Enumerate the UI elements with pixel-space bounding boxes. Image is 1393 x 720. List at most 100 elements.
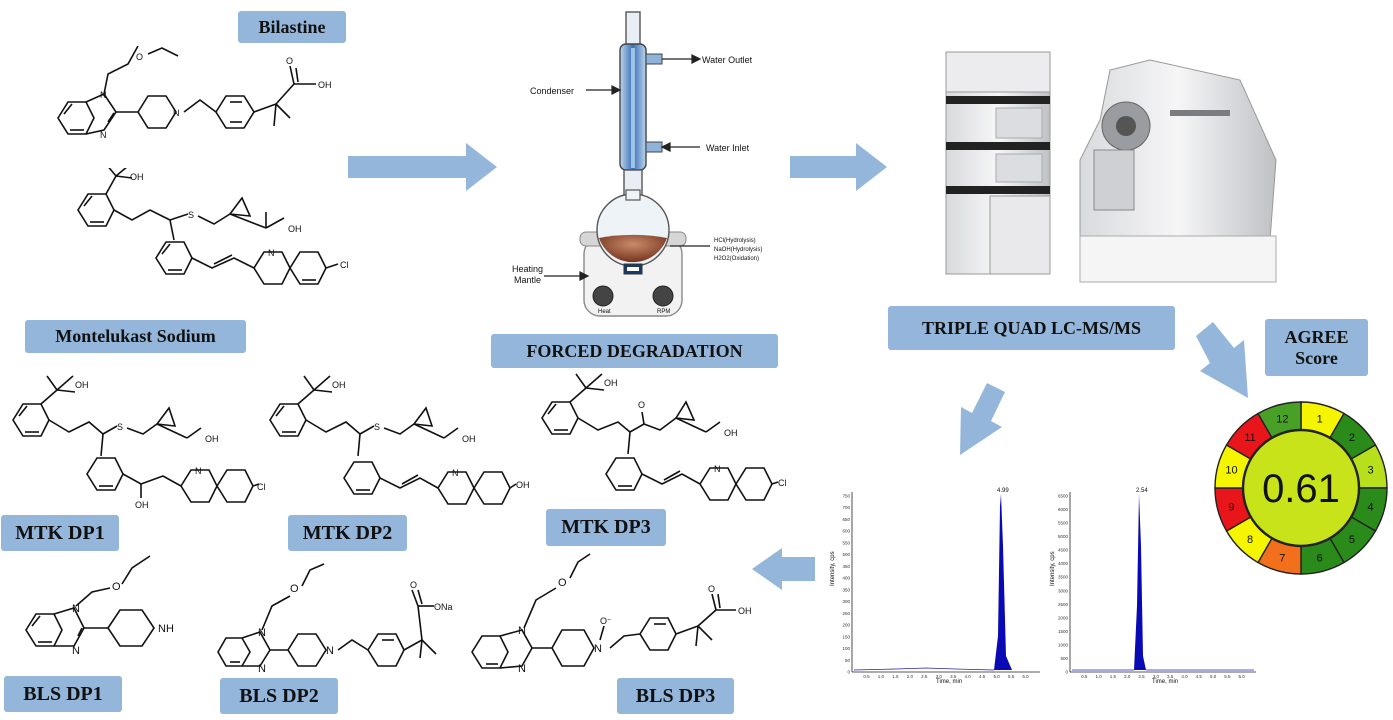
right-x-tick: 5.5 xyxy=(1224,674,1231,679)
right-peak-label: 2.54 xyxy=(1136,488,1148,494)
bls-dp1-nh: NH xyxy=(158,623,174,635)
bls-dp3-n2: N xyxy=(518,663,526,675)
agree-segment-label-9: 9 xyxy=(1228,502,1234,514)
bls-dp3-o: O xyxy=(558,577,567,589)
mtk-dp2-n: N xyxy=(452,468,459,478)
bls-dp2-ona: ONa xyxy=(434,602,453,612)
rpm-knob-label: RPM xyxy=(657,309,670,315)
left-y-tick: 750 xyxy=(842,494,850,499)
montelukast-oh1: OH xyxy=(130,172,144,182)
mantle-label: Mantle xyxy=(514,275,541,285)
left-x-tick: 0.5 xyxy=(863,674,870,679)
right-y-tick: 6000 xyxy=(1058,507,1069,512)
left-y-tick: 0 xyxy=(847,670,850,675)
bls-dp3-oh: OH xyxy=(738,606,752,616)
right-ylabel: Intensity, cps xyxy=(1050,551,1056,586)
mtk-dp2-oh3: OH xyxy=(516,480,530,490)
mtk-dp1-cl: Cl xyxy=(257,482,266,492)
bls-dp2-o: O xyxy=(290,583,299,595)
montelukast-oh2: OH xyxy=(288,224,302,234)
left-xlabel: Time, min xyxy=(936,679,962,685)
water-inlet-label: Water Inlet xyxy=(706,143,750,153)
left-y-tick: 650 xyxy=(842,517,850,522)
left-y-tick: 50 xyxy=(845,658,851,663)
left-x-tick: 2.0 xyxy=(907,674,914,679)
bls-dp3-n3: N xyxy=(594,643,602,655)
bilastine-carbonyl-o: O xyxy=(286,56,293,66)
forced-degradation-label: FORCED DEGRADATION xyxy=(491,334,778,368)
agree-segment-label-8: 8 xyxy=(1247,534,1253,546)
right-x-tick: 0.5 xyxy=(1081,674,1088,679)
bls-dp2-n1: N xyxy=(258,627,266,639)
mtk-dp3-o: O xyxy=(638,400,645,410)
bls-dp1-structure: N N O NH xyxy=(25,555,174,657)
right-x-tick: 5.0 xyxy=(1210,674,1217,679)
agree-segment-label-12: 12 xyxy=(1276,413,1288,425)
mtk-dp3-oh1: OH xyxy=(604,378,618,388)
left-y-axis xyxy=(851,492,1040,673)
left-x-tick: 1.5 xyxy=(892,674,899,679)
lcmsms-instrument xyxy=(945,51,1277,283)
agree-segment-label-11: 11 xyxy=(1244,432,1255,444)
bls-dp1-n2: N xyxy=(72,645,80,657)
mtk-dp3-oh2: OH xyxy=(724,428,738,438)
right-y-tick: 6500 xyxy=(1058,494,1069,499)
left-y-tick: 550 xyxy=(842,540,850,545)
left-x-tick: 3.5 xyxy=(950,674,957,679)
right-y-tick: 1000 xyxy=(1058,642,1069,647)
left-ylabel: Intensity, cps xyxy=(830,551,836,586)
mtk-dp2-s: S xyxy=(374,422,380,432)
left-y-tick: 100 xyxy=(842,646,850,651)
right-xlabel: Time, min xyxy=(1152,679,1178,685)
agree-label-line1: AGREE xyxy=(1284,326,1349,347)
bilastine-oh: OH xyxy=(318,80,332,90)
bls-dp2-label: BLS DP2 xyxy=(220,678,338,714)
bilastine-label: Bilastine xyxy=(238,11,346,43)
right-y-tick: 4000 xyxy=(1058,561,1069,566)
condenser-label: Condenser xyxy=(530,86,574,96)
bls-dp2-carbonyl-o: O xyxy=(410,580,417,590)
arrow-left xyxy=(752,548,815,590)
mtk-dp3-cl: Cl xyxy=(778,478,787,488)
left-x-tick: 1.0 xyxy=(878,674,885,679)
agree-segment-label-6: 6 xyxy=(1317,553,1323,565)
left-y-tick: 500 xyxy=(842,552,850,557)
left-peak-label: 4.99 xyxy=(997,488,1009,494)
right-y-tick: 5500 xyxy=(1058,521,1069,526)
mtk-dp2-label: MTK DP2 xyxy=(288,515,407,551)
heat-knob-label: Heat xyxy=(598,309,611,315)
agree-score-value: 0.61 xyxy=(1262,467,1340,511)
bls-dp1-o: O xyxy=(112,581,121,593)
left-x-tick: 6.0 xyxy=(1022,674,1029,679)
right-y-tick: 5000 xyxy=(1058,534,1069,539)
bls-dp1-n1: N xyxy=(72,603,80,615)
bls-dp2-n3: N xyxy=(326,645,334,657)
montelukast-s: S xyxy=(188,210,194,220)
agree-score-label: AGREE Score xyxy=(1265,319,1368,376)
bilastine-structure: N N O N O OH xyxy=(57,46,332,140)
arrow-right-2 xyxy=(790,143,887,191)
mtk-dp1-s: S xyxy=(117,422,123,432)
right-y-tick: 1500 xyxy=(1058,629,1069,634)
agree-segment-label-1: 1 xyxy=(1317,413,1323,425)
reagent-naoh: NaOH(Hydrolysis) xyxy=(714,247,762,253)
chromatogram-left: 7507006506005505004504003503002502001501… xyxy=(826,486,1046,686)
mtk-dp1-n: N xyxy=(195,466,202,476)
mtk-dp2-oh2: OH xyxy=(462,434,476,444)
reagent-h2o2: H2O2(Oxidation) xyxy=(714,256,759,262)
left-y-tick: 450 xyxy=(842,564,850,569)
bilastine-n3: N xyxy=(173,108,180,118)
right-x-tick: 6.0 xyxy=(1239,674,1246,679)
left-y-tick: 400 xyxy=(842,576,850,581)
rpm-knob xyxy=(652,285,674,307)
montelukast-n: N xyxy=(268,248,275,258)
triple-quad-label: TRIPLE QUAD LC-MS/MS xyxy=(888,306,1175,350)
water-outlet-label: Water Outlet xyxy=(702,55,753,65)
mtk-dp3-n: N xyxy=(714,464,721,474)
agree-label-line2: Score xyxy=(1295,347,1338,368)
agree-segment-label-3: 3 xyxy=(1367,464,1373,476)
right-y-axis xyxy=(1069,492,1256,673)
left-x-tick: 3.0 xyxy=(936,674,943,679)
